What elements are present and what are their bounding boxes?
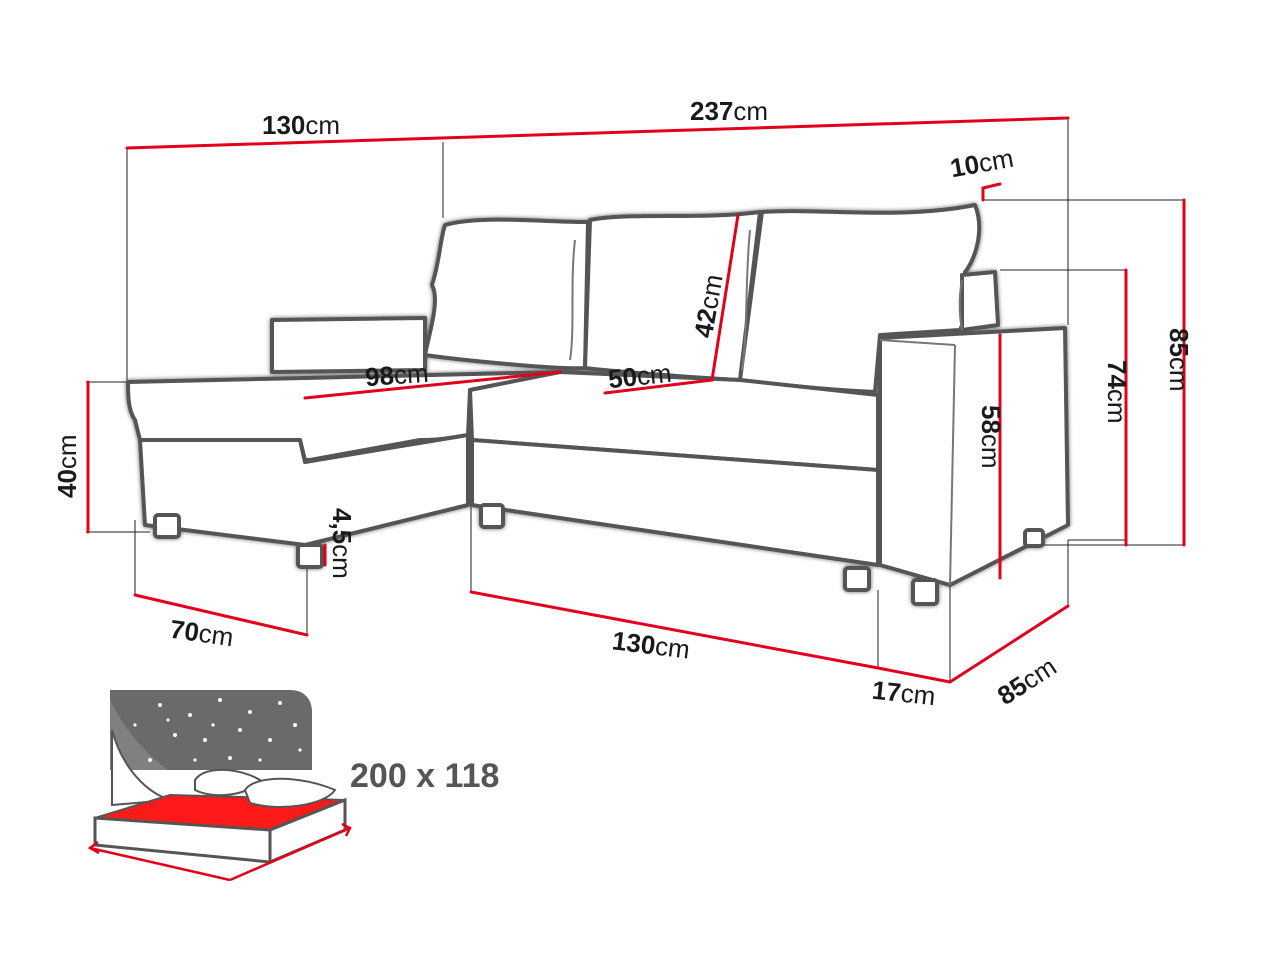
- back-cushion-left: [423, 217, 590, 371]
- dim-line-42: [710, 213, 740, 382]
- right-arm-top: [960, 270, 1000, 332]
- leg-2: [296, 543, 324, 569]
- stars: [133, 698, 302, 762]
- label-74: 74cm: [1102, 360, 1132, 424]
- right-armrest: [878, 326, 1070, 587]
- bed-size-label: 200 x 118: [350, 757, 500, 795]
- label-17: 17cm: [870, 674, 937, 712]
- dimension-lines: [86, 116, 1186, 684]
- leg-4: [843, 566, 871, 592]
- dim-line-237: [125, 116, 1070, 150]
- dim-line-85-depth: [948, 604, 1070, 684]
- bed-size-arrows: [87, 822, 352, 882]
- bed-icon: [87, 690, 352, 882]
- label-40: 40cm: [52, 434, 82, 498]
- dim-line-17: [876, 666, 952, 684]
- label-237: 237cm: [690, 96, 769, 126]
- guide-lines: [86, 118, 1184, 682]
- label-58: 58cm: [976, 405, 1006, 469]
- dim-line-50: [603, 378, 714, 395]
- leg-1: [153, 513, 181, 539]
- dim-line-98: [303, 370, 562, 400]
- dim-line-70: [133, 593, 309, 637]
- label-85-height: 85cm: [1164, 328, 1194, 392]
- seam-lines: [569, 229, 963, 586]
- sofa-outline: [126, 203, 1070, 606]
- pillow-2: [243, 777, 337, 808]
- leg-6: [1023, 528, 1045, 548]
- label-4-5: 4,5cm: [327, 508, 357, 579]
- leg-3: [479, 503, 505, 529]
- label-130-top: 130cm: [262, 110, 341, 140]
- label-50: 50cm: [606, 357, 673, 395]
- leg-5: [911, 578, 939, 606]
- dim-line-10: [981, 182, 1002, 190]
- night-sky: [110, 690, 312, 770]
- chaise-base: [138, 433, 470, 547]
- label-98: 98cm: [364, 357, 430, 393]
- left-back-arm: [270, 316, 427, 374]
- dim-line-130-bottom: [469, 590, 880, 670]
